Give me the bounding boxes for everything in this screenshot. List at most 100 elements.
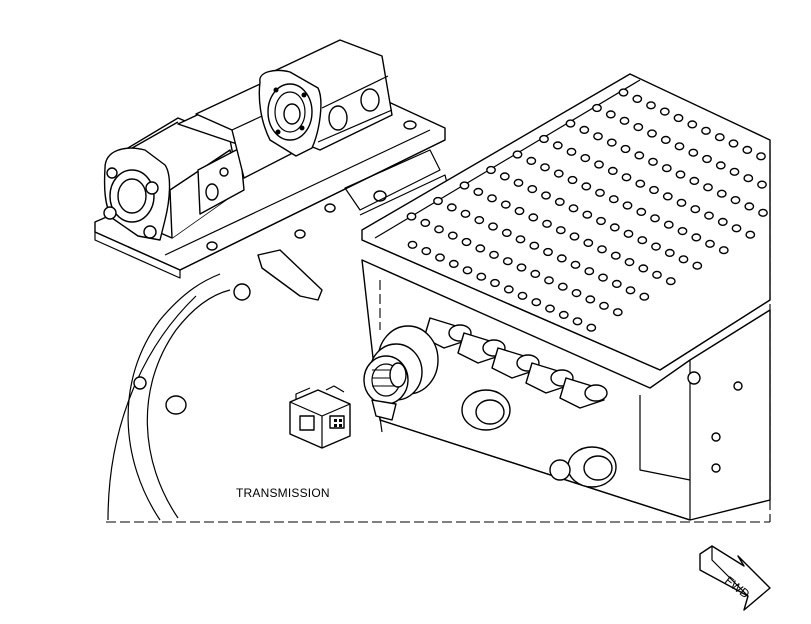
- guard-hole: [663, 220, 674, 229]
- guard-hole: [585, 295, 596, 304]
- guard-hole: [502, 257, 513, 266]
- guard-hole: [558, 310, 569, 320]
- guard-hole: [665, 277, 676, 286]
- guard-hole: [592, 103, 602, 113]
- guard-hole: [692, 261, 703, 270]
- guard-hole: [407, 240, 418, 249]
- guard-hole: [702, 154, 712, 164]
- guard-hole: [652, 270, 662, 279]
- guard-hole: [742, 145, 753, 155]
- guard-hole: [490, 278, 500, 288]
- guard-hole: [728, 139, 739, 148]
- guard-hole: [618, 88, 629, 97]
- guard-hole: [689, 176, 700, 186]
- guard-hole: [660, 135, 671, 145]
- guard-hole: [513, 178, 524, 187]
- guard-hole: [714, 133, 725, 142]
- guard-hole: [581, 182, 592, 191]
- guard-hole: [690, 205, 701, 214]
- guard-hole: [678, 255, 689, 264]
- guard-hole: [517, 291, 528, 300]
- guard-hole: [691, 233, 702, 242]
- guard-hole: [639, 292, 650, 301]
- guard-hole: [531, 298, 542, 307]
- guard-hole: [745, 230, 756, 239]
- guard-hole: [620, 144, 631, 154]
- guard-hole: [610, 251, 621, 260]
- guard-hole: [673, 113, 684, 123]
- guard-hole: [499, 172, 510, 181]
- guard-hole: [557, 282, 568, 291]
- guard-hole: [476, 272, 487, 281]
- guard-hole: [596, 216, 606, 226]
- guard-hole: [705, 239, 715, 248]
- guard-hole: [486, 165, 496, 175]
- guard-hole: [715, 161, 726, 170]
- guard-hole: [637, 236, 648, 245]
- guard-hole: [542, 219, 552, 228]
- guard-hole: [501, 228, 512, 238]
- transmission-label: TRANSMISSION: [236, 486, 330, 500]
- electrical-plug-connector: [289, 385, 351, 449]
- guard-hole: [435, 253, 445, 262]
- guard-hole: [488, 222, 498, 231]
- guard-hole: [621, 173, 632, 182]
- guard-hole: [545, 304, 555, 313]
- guard-hole: [608, 195, 619, 204]
- guard-hole: [606, 138, 617, 147]
- guard-hole: [567, 175, 578, 185]
- guard-hole: [556, 254, 567, 263]
- guard-hole: [475, 244, 486, 253]
- guard-hole: [677, 227, 688, 236]
- guard-hole: [406, 212, 417, 221]
- guard-hole: [625, 286, 636, 295]
- guard-hole: [512, 150, 523, 159]
- guard-hole: [528, 213, 539, 222]
- guard-hole: [572, 317, 583, 326]
- guard-hole: [433, 196, 443, 206]
- guard-hole: [593, 132, 603, 141]
- guard-hole: [584, 267, 595, 276]
- guard-hole: [607, 166, 618, 176]
- guard-hole: [543, 247, 553, 257]
- guard-hole: [704, 211, 714, 220]
- guard-hole: [554, 197, 565, 207]
- guard-hole: [448, 259, 459, 269]
- guard-hole: [489, 250, 499, 259]
- guard-hole: [582, 210, 593, 219]
- guard-hole: [647, 129, 657, 138]
- guard-hole: [586, 323, 597, 332]
- guard-hole: [688, 148, 699, 157]
- guard-hole: [527, 185, 538, 194]
- guard-hole: [674, 142, 685, 151]
- guard-hole: [744, 202, 755, 211]
- guard-hole: [659, 107, 670, 116]
- guard-hole: [638, 264, 649, 273]
- guard-hole: [635, 179, 646, 188]
- guard-hole: [500, 200, 511, 209]
- guard-hole: [729, 167, 740, 176]
- guard-hole: [514, 206, 525, 216]
- guard-hole: [611, 279, 622, 289]
- circular-connector: [363, 325, 439, 433]
- guard-hole: [632, 94, 643, 104]
- guard-hole: [649, 185, 659, 195]
- guard-hole: [503, 285, 514, 294]
- guard-hole: [743, 174, 754, 183]
- guard-hole: [541, 191, 551, 200]
- guard-hole: [730, 196, 741, 205]
- guard-hole: [662, 192, 673, 201]
- guard-hole: [609, 223, 620, 232]
- guard-hole: [646, 101, 656, 110]
- valve-spool-end: [584, 384, 608, 402]
- guard-hole: [595, 188, 605, 197]
- guard-hole: [664, 248, 675, 258]
- guard-hole: [421, 247, 432, 256]
- guard-hole: [633, 122, 644, 132]
- guard-hole: [420, 218, 431, 228]
- guard-hole: [599, 301, 609, 310]
- guard-hole: [434, 225, 444, 234]
- guard-hole: [651, 242, 661, 251]
- guard-hole: [516, 263, 527, 272]
